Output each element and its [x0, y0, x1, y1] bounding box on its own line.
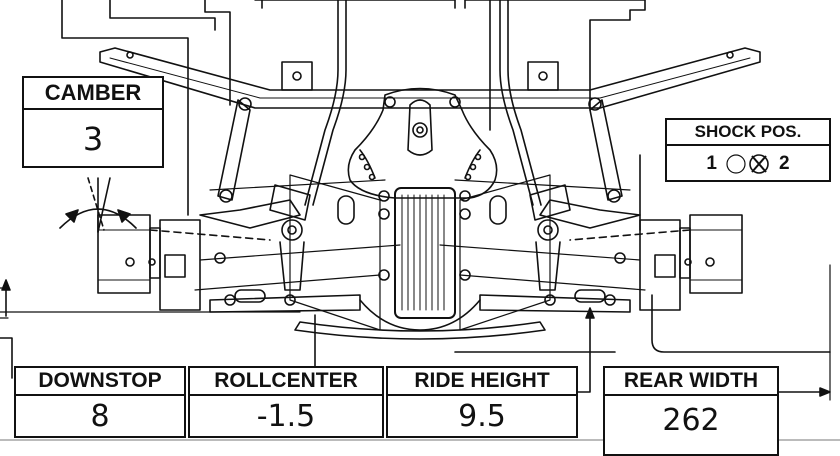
lower-chassis [294, 299, 546, 340]
left-suspension [149, 97, 401, 313]
shock-pos-option-2: 2 [779, 153, 790, 174]
ride-height-label: RIDE HEIGHT [388, 368, 576, 396]
center-gear [394, 187, 456, 319]
downstop-value: 8 [90, 399, 110, 434]
ride-height-value: 9.5 [458, 399, 506, 434]
left-hub [97, 214, 201, 311]
ride-height-box: RIDE HEIGHT 9.5 [386, 366, 578, 438]
downstop-label: DOWNSTOP [16, 368, 184, 396]
top-leader-lines [61, 0, 646, 216]
shock-pos-selector-icon [726, 154, 769, 174]
camber-label: CAMBER [24, 78, 162, 110]
shock-tower [99, 47, 761, 109]
rear-width-box: REAR WIDTH 262 [603, 366, 779, 456]
shock-pos-box: SHOCK POS. 1 2 [665, 118, 831, 182]
downstop-box: DOWNSTOP 8 [14, 366, 186, 438]
rear-width-label: REAR WIDTH [605, 368, 777, 396]
rollcenter-label: ROLLCENTER [190, 368, 382, 396]
shock-pos-label: SHOCK POS. [667, 120, 829, 146]
rear-width-value: 262 [662, 403, 720, 438]
shock-pos-option-1: 1 [706, 153, 717, 174]
roll-bar-rods [304, 0, 542, 206]
camber-gauge [59, 177, 137, 233]
right-suspension [439, 97, 691, 313]
right-hub [639, 214, 743, 311]
rollcenter-value: -1.5 [256, 399, 316, 434]
dimension-lines [0, 154, 840, 441]
camber-value: 3 [82, 120, 104, 158]
shock-pos-options: 1 2 [667, 146, 829, 182]
rollcenter-box: ROLLCENTER -1.5 [188, 366, 384, 438]
center-bulkhead [347, 87, 498, 199]
camber-box: CAMBER 3 [22, 76, 164, 168]
